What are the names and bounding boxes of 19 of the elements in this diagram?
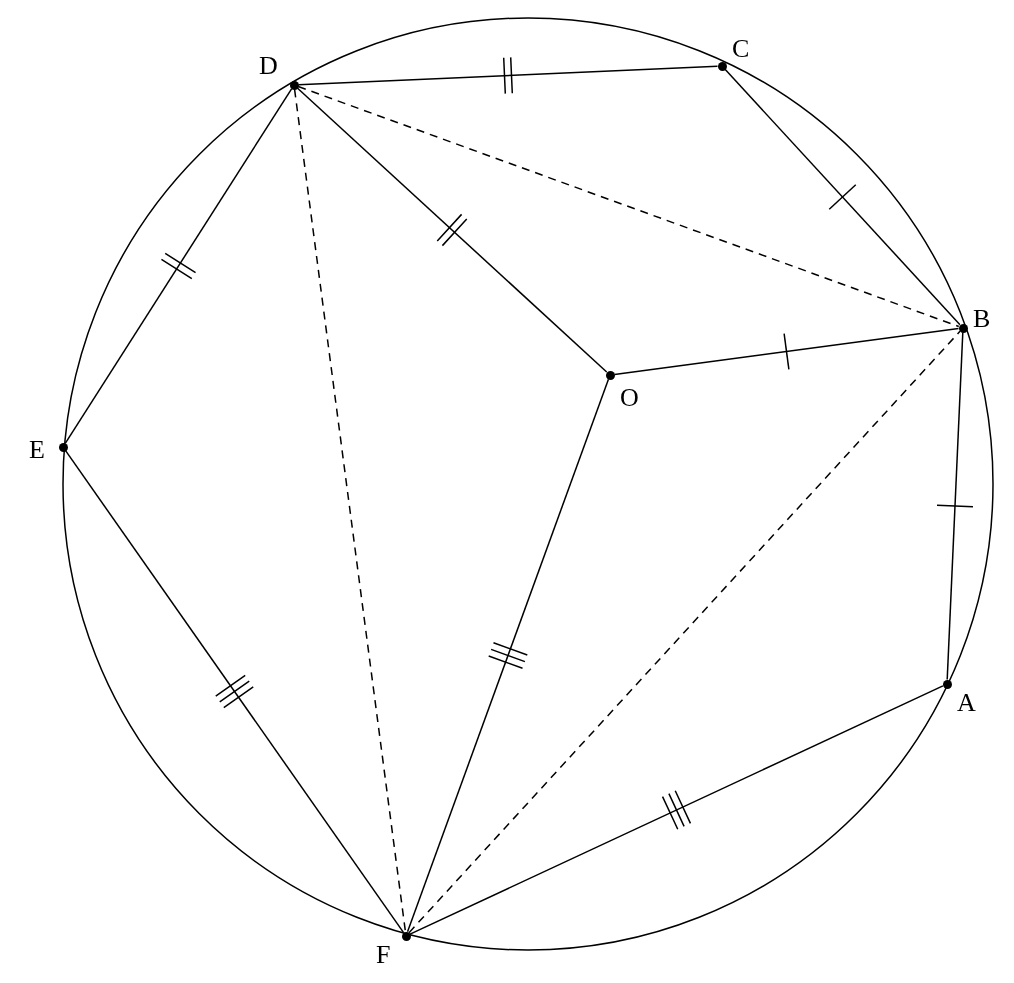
segment xyxy=(297,65,719,86)
point-label: B xyxy=(973,306,991,332)
dashed-segment xyxy=(297,85,960,328)
segment xyxy=(406,378,610,933)
point-label: E xyxy=(29,437,45,463)
segment xyxy=(64,88,293,444)
point-label: D xyxy=(259,53,278,79)
segment xyxy=(613,327,960,376)
point-label: O xyxy=(620,385,639,411)
point-label: F xyxy=(376,942,391,968)
point-label: C xyxy=(732,36,750,62)
dashed-segment xyxy=(293,88,407,933)
segment xyxy=(946,331,964,681)
segment xyxy=(724,68,961,326)
segment xyxy=(409,685,944,935)
dashed-segment xyxy=(408,330,961,934)
segment xyxy=(64,449,405,934)
segment xyxy=(296,87,608,373)
point-label: A xyxy=(957,690,976,716)
